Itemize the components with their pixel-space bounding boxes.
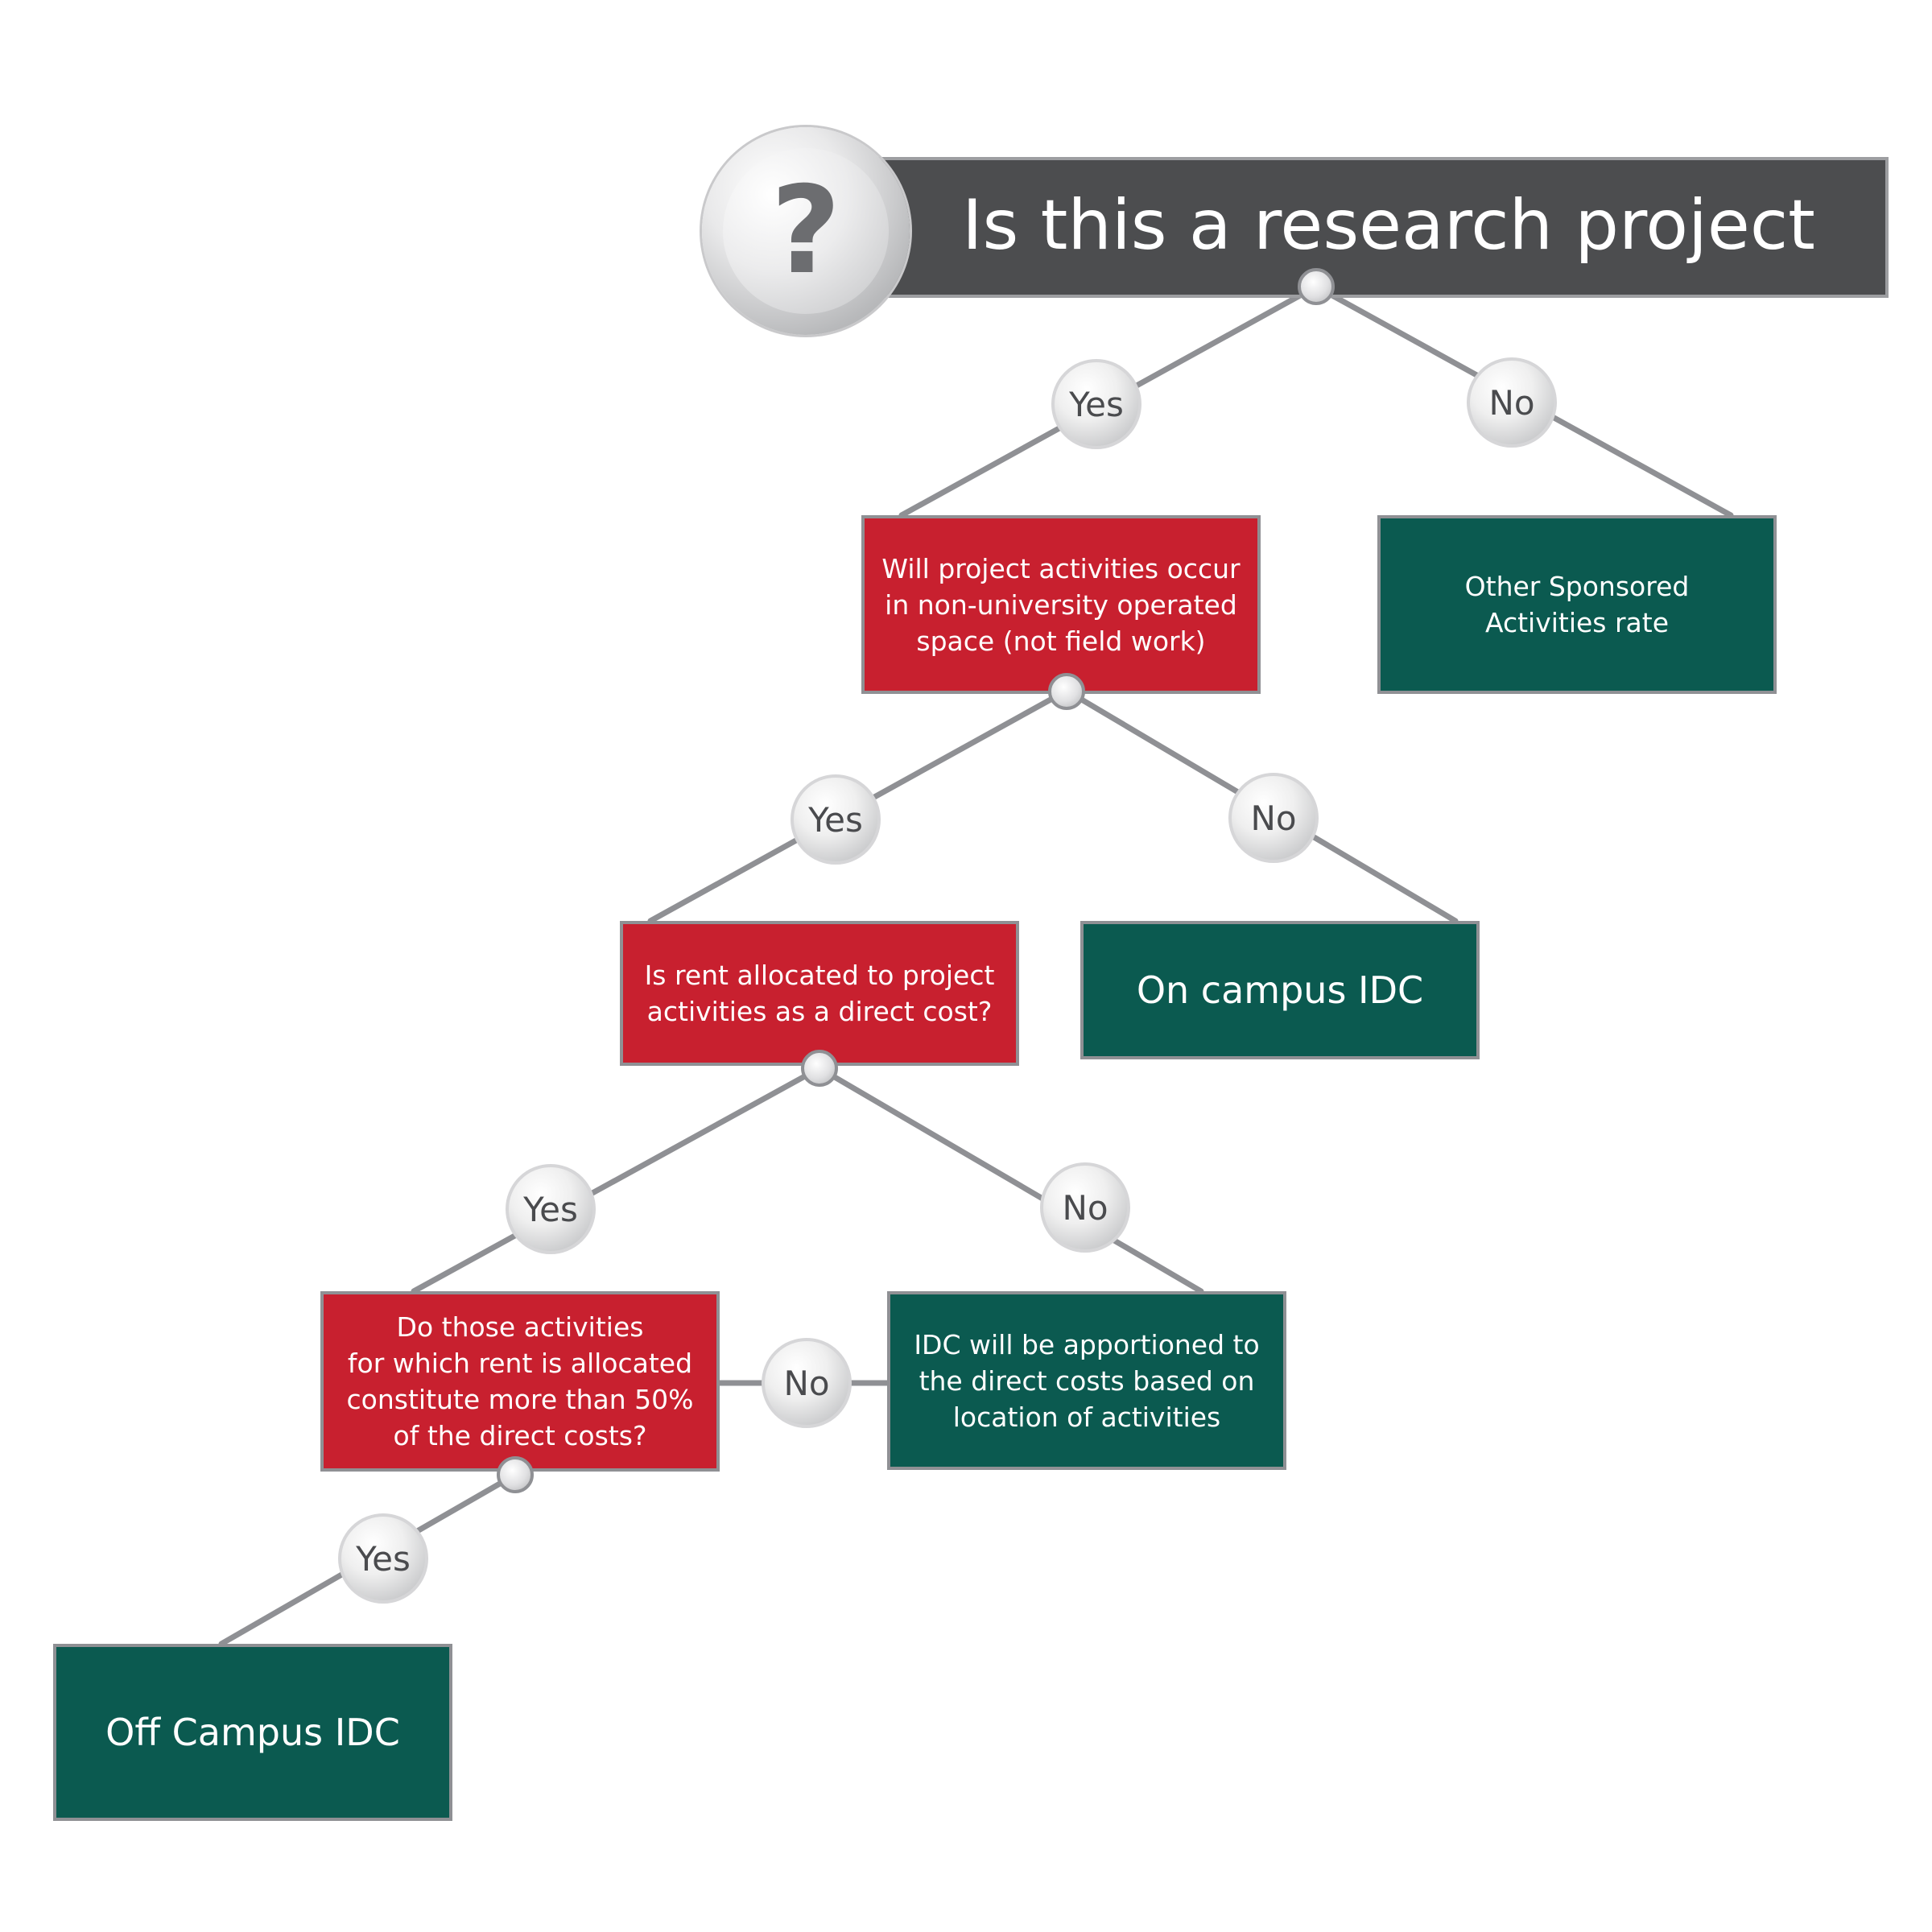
question-mark-badge: ?	[702, 127, 910, 335]
result-box-off-campus-idc: Off Campus IDC	[53, 1644, 452, 1821]
result-text-other-sponsored: Other Sponsored Activities rate	[1464, 571, 1690, 638]
page-title: Is this a research project	[962, 185, 1815, 266]
connector-q2-to-yes	[411, 1065, 823, 1294]
result-text-off-campus-idc: Off Campus IDC	[105, 1711, 400, 1754]
q3-joint	[497, 1456, 534, 1493]
answer-yes-more-than-50-percent: Yes	[338, 1513, 428, 1604]
answer-no-non-university-space: No	[1228, 773, 1319, 863]
question-mark-icon: ?	[723, 148, 889, 314]
answer-no-research-project: No	[1467, 357, 1557, 448]
answer-no-more-than-50-percent: No	[762, 1338, 852, 1428]
question-text-non-university-space: Will project activities occur in non-uni…	[881, 552, 1241, 657]
question-text-rent-allocated: Is rent allocated to project activities …	[644, 960, 995, 1027]
result-text-idc-apportioned: IDC will be apportioned to the direct co…	[914, 1328, 1260, 1433]
result-box-idc-apportioned: IDC will be apportioned to the direct co…	[887, 1291, 1286, 1470]
answer-yes-rent-allocated: Yes	[506, 1164, 596, 1254]
question-box-more-than-50-percent: Do those activities for which rent is al…	[320, 1291, 720, 1472]
result-box-other-sponsored: Other Sponsored Activities rate	[1377, 515, 1777, 694]
answer-no-rent-allocated: No	[1040, 1162, 1130, 1253]
q2-joint	[801, 1050, 838, 1087]
result-box-on-campus-idc: On campus IDC	[1080, 921, 1480, 1059]
result-text-on-campus-idc: On campus IDC	[1136, 968, 1424, 1012]
connector-q2-to-no	[816, 1065, 1204, 1294]
answer-yes-research-project: Yes	[1051, 359, 1141, 449]
answer-yes-non-university-space: Yes	[791, 774, 881, 865]
question-box-rent-allocated: Is rent allocated to project activities …	[620, 921, 1019, 1066]
title-bar	[877, 157, 1889, 298]
q1-joint	[1048, 673, 1085, 710]
question-box-non-university-space: Will project activities occur in non-uni…	[861, 515, 1261, 694]
title-joint	[1298, 268, 1335, 305]
question-text-more-than-50-percent: Do those activities for which rent is al…	[346, 1311, 694, 1451]
